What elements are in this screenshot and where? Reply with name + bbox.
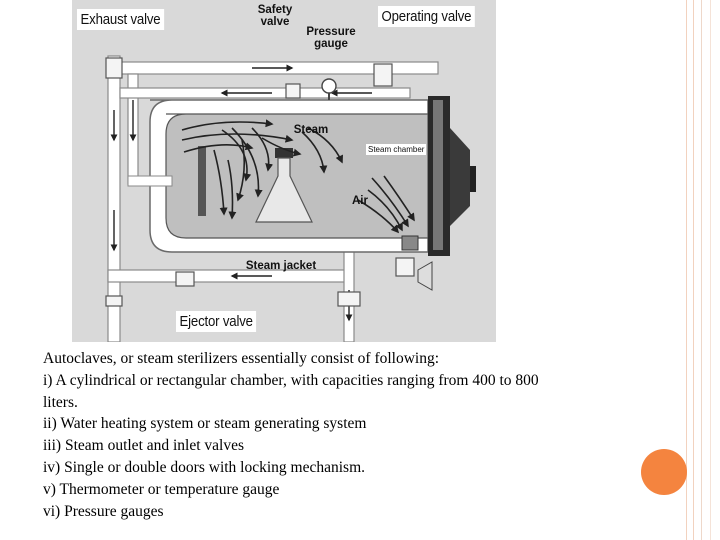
margin-rule-1 xyxy=(686,0,687,540)
drain-valve-body xyxy=(105,295,123,307)
list-item-5: v) Thermometer or temperature gauge xyxy=(43,480,280,498)
list-item-1: i) A cylindrical or rectangular chamber,… xyxy=(43,371,539,389)
list-item-6: vi) Pressure gauges xyxy=(43,502,164,520)
operating-valve-body xyxy=(373,63,393,87)
exhaust-valve-body xyxy=(105,57,123,79)
intro-line: Autoclaves, or steam sterilizers essenti… xyxy=(43,350,440,367)
steam-chamber-label: Steam chamber xyxy=(366,144,427,155)
list-item-3: iii) Steam outlet and inlet valves xyxy=(43,437,245,455)
list-item-1-cont: liters. xyxy=(43,393,78,411)
steam-jacket-label: Steam jacket xyxy=(245,260,317,272)
pressure-gauge-dial xyxy=(321,78,337,94)
autoclave-illustration xyxy=(72,0,496,343)
bottom-valve-body xyxy=(175,271,195,287)
inlet-pipe xyxy=(127,175,173,187)
autoclave-description: Autoclaves, or steam sterilizers essenti… xyxy=(43,348,643,522)
air-label: Air xyxy=(352,195,368,207)
door-handle xyxy=(450,128,470,226)
door-hinge xyxy=(433,100,443,250)
margin-rule-4 xyxy=(710,0,711,540)
list-item-4: iv) Single or double doors with locking … xyxy=(43,458,366,476)
list-item-2: ii) Water heating system or steam genera… xyxy=(43,415,367,433)
heating-element xyxy=(198,146,206,216)
operating-valve-label: Operating valve xyxy=(378,6,475,27)
margin-rule-2 xyxy=(693,0,694,540)
safety-valve-body xyxy=(285,83,301,99)
ejector-valve-body xyxy=(337,291,361,307)
ejector-valve-label: Ejector valve xyxy=(176,311,257,332)
exhaust-valve-label: Exhaust valve xyxy=(77,9,164,30)
flask-icon xyxy=(255,148,313,223)
decorative-orange-circle xyxy=(641,449,687,495)
air-valve-body xyxy=(395,257,415,277)
steam-label: Steam xyxy=(293,124,329,136)
margin-rule-3 xyxy=(701,0,702,540)
